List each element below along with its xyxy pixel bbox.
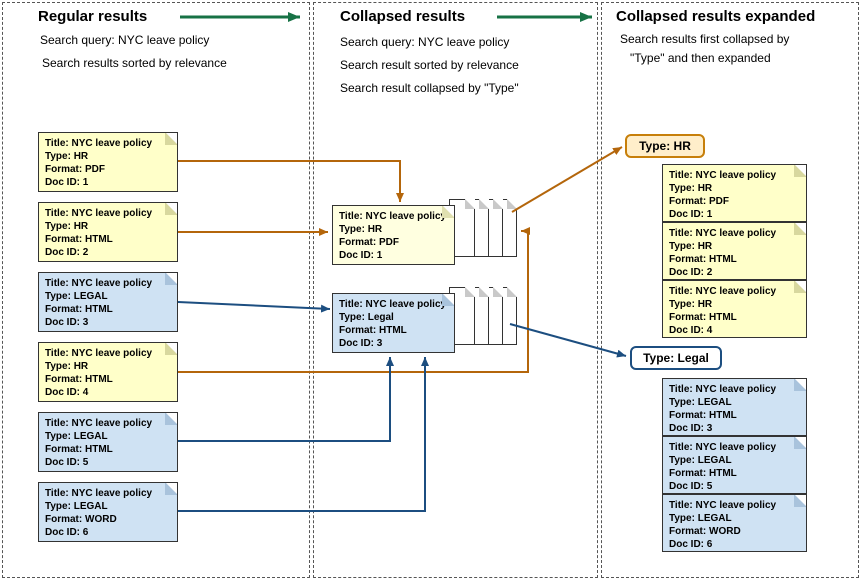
card-title: Title: NYC leave policy [669, 286, 777, 297]
card-doc-id: Doc ID: 6 [45, 527, 89, 538]
card-format: Format: HTML [339, 325, 407, 336]
card-format: Format: PDF [669, 196, 729, 207]
card-doc-id: Doc ID: 3 [339, 338, 383, 349]
expanded-hr-card-doc1: Title: NYC leave policy Type: HR Format:… [662, 164, 807, 222]
card-format: Format: HTML [45, 304, 113, 315]
card-doc-id: Doc ID: 4 [45, 387, 89, 398]
card-type: Type: HR [669, 299, 713, 310]
note-collapsed-sorted: Search result sorted by relevance [340, 58, 519, 72]
type-hr-badge: Type: HR [625, 134, 705, 158]
type-legal-badge: Type: Legal [630, 346, 722, 370]
expanded-hr-card-doc4: Title: NYC leave policy Type: HR Format:… [662, 280, 807, 338]
card-format: Format: HTML [45, 374, 113, 385]
card-type: Type: LEGAL [45, 291, 108, 302]
card-doc-id: Doc ID: 1 [339, 250, 383, 261]
card-title: Title: NYC leave policy [669, 500, 777, 511]
regular-card-doc2: Title: NYC leave policy Type: HR Format:… [38, 202, 178, 262]
card-format: Format: HTML [669, 468, 737, 479]
card-doc-id: Doc ID: 5 [45, 457, 89, 468]
column-title-collapsed: Collapsed results [340, 8, 466, 25]
card-type: Type: Legal [339, 312, 394, 323]
card-format: Format: HTML [45, 234, 113, 245]
card-type: Type: LEGAL [45, 431, 108, 442]
regular-card-doc1: Title: NYC leave policy Type: HR Format:… [38, 132, 178, 192]
card-format: Format: PDF [45, 164, 105, 175]
card-title: Title: NYC leave policy [45, 488, 153, 499]
note-regular-query: Search query: NYC leave policy [40, 33, 210, 47]
column-title-expanded: Collapsed results expanded [616, 8, 816, 25]
card-doc-id: Doc ID: 2 [669, 267, 713, 278]
card-doc-id: Doc ID: 3 [45, 317, 89, 328]
expanded-legal-card-doc5: Title: NYC leave policy Type: LEGAL Form… [662, 436, 807, 494]
card-title: Title: NYC leave policy [339, 211, 447, 222]
card-format: Format: HTML [669, 254, 737, 265]
expanded-legal-card-doc3: Title: NYC leave policy Type: LEGAL Form… [662, 378, 807, 436]
column-frame-expanded [601, 2, 859, 578]
card-doc-id: Doc ID: 1 [669, 209, 713, 220]
card-title: Title: NYC leave policy [669, 228, 777, 239]
card-type: Type: HR [45, 361, 89, 372]
card-format: Format: HTML [669, 312, 737, 323]
card-format: Format: WORD [45, 514, 117, 525]
card-title: Title: NYC leave policy [669, 384, 777, 395]
card-doc-id: Doc ID: 1 [45, 177, 89, 188]
collapsed-card-legal: Title: NYC leave policy Type: Legal Form… [332, 293, 455, 353]
card-title: Title: NYC leave policy [45, 278, 153, 289]
regular-card-doc3: Title: NYC leave policy Type: LEGAL Form… [38, 272, 178, 332]
regular-card-doc5: Title: NYC leave policy Type: LEGAL Form… [38, 412, 178, 472]
card-type: Type: HR [45, 221, 89, 232]
note-regular-sorted: Search results sorted by relevance [42, 56, 227, 70]
card-format: Format: HTML [669, 410, 737, 421]
card-title: Title: NYC leave policy [45, 138, 153, 149]
note-collapsed-by-type: Search result collapsed by "Type" [340, 81, 519, 95]
card-type: Type: LEGAL [669, 513, 732, 524]
card-type: Type: LEGAL [45, 501, 108, 512]
card-type: Type: HR [669, 183, 713, 194]
card-doc-id: Doc ID: 2 [45, 247, 89, 258]
card-type: Type: LEGAL [669, 455, 732, 466]
expanded-hr-card-doc2: Title: NYC leave policy Type: HR Format:… [662, 222, 807, 280]
expanded-legal-card-doc6: Title: NYC leave policy Type: LEGAL Form… [662, 494, 807, 552]
note-collapsed-query: Search query: NYC leave policy [340, 35, 510, 49]
note-expanded-line2: "Type" and then expanded [630, 51, 771, 65]
card-format: Format: PDF [339, 237, 399, 248]
card-title: Title: NYC leave policy [45, 348, 153, 359]
card-doc-id: Doc ID: 6 [669, 539, 713, 550]
collapsed-card-hr: Title: NYC leave policy Type: HR Format:… [332, 205, 455, 265]
regular-card-doc6: Title: NYC leave policy Type: LEGAL Form… [38, 482, 178, 542]
card-title: Title: NYC leave policy [669, 170, 777, 181]
note-expanded-line1: Search results first collapsed by [620, 32, 790, 46]
card-type: Type: LEGAL [669, 397, 732, 408]
card-doc-id: Doc ID: 3 [669, 423, 713, 434]
regular-card-doc4: Title: NYC leave policy Type: HR Format:… [38, 342, 178, 402]
card-doc-id: Doc ID: 5 [669, 481, 713, 492]
card-title: Title: NYC leave policy [45, 208, 153, 219]
card-format: Format: HTML [45, 444, 113, 455]
column-title-regular: Regular results [38, 8, 148, 25]
card-doc-id: Doc ID: 4 [669, 325, 713, 336]
card-format: Format: WORD [669, 526, 741, 537]
card-type: Type: HR [45, 151, 89, 162]
card-type: Type: HR [669, 241, 713, 252]
card-type: Type: HR [339, 224, 383, 235]
card-title: Title: NYC leave policy [339, 299, 447, 310]
card-title: Title: NYC leave policy [45, 418, 153, 429]
card-title: Title: NYC leave policy [669, 442, 777, 453]
